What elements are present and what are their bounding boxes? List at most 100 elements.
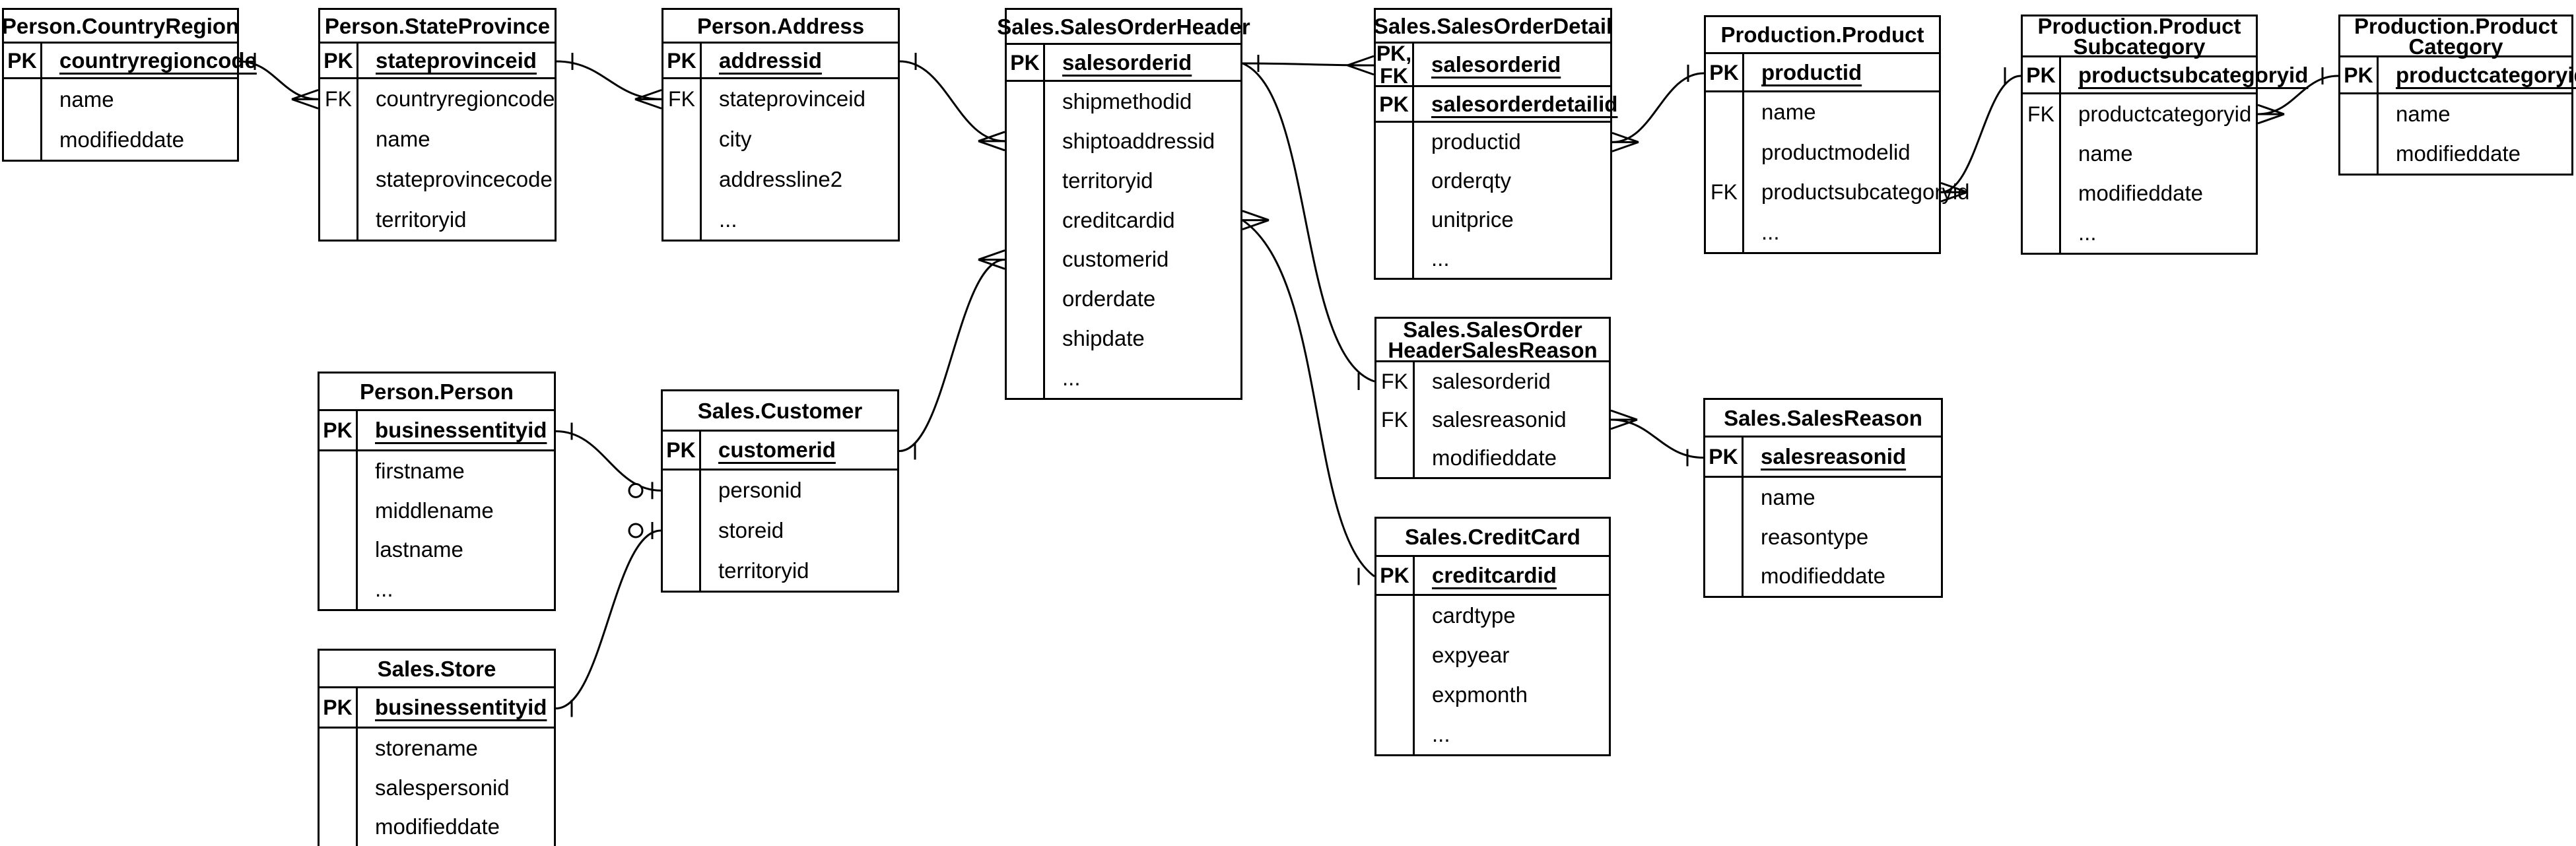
key-badge: FK — [1376, 401, 1415, 439]
field-name: businessentityid — [375, 695, 547, 719]
key-badge: FK — [663, 79, 702, 119]
table-title-line: Production.Product — [1720, 22, 1924, 47]
key-badge — [1376, 439, 1415, 477]
relationship-store-to-customer[interactable] — [555, 522, 661, 717]
relationship-salesorderheader-to-creditcard[interactable] — [1242, 210, 1375, 585]
field-name: ... — [1761, 219, 1780, 244]
field-name: name — [1761, 100, 1816, 125]
field-name: orderqty — [1431, 168, 1512, 193]
field-name: middlename — [375, 498, 494, 523]
field-name: stateprovincecode — [376, 166, 553, 191]
key-badge: PK — [1007, 45, 1045, 80]
key-badge — [1706, 92, 1744, 133]
field-name: city — [719, 127, 752, 152]
field-name: customerid — [718, 438, 836, 462]
field-name: territoryid — [376, 207, 467, 232]
key-badge — [1706, 132, 1744, 172]
table-title-line: Sales.SalesOrder — [1403, 317, 1582, 342]
field-name: modifieddate — [59, 127, 184, 152]
field-row-territoryid: territoryid — [1007, 160, 1240, 201]
field-name: name — [2078, 141, 2133, 166]
field-row-name: name — [320, 119, 555, 160]
key-badge — [1706, 212, 1744, 252]
key-badge: PK — [320, 411, 358, 449]
field-row-: ... — [2023, 213, 2256, 253]
field-name: reasontype — [1761, 524, 1869, 549]
field-name: modifieddate — [1761, 564, 1885, 589]
field-name: expmonth — [1432, 682, 1528, 707]
relationship-salesorderheader-to-salesorderdetail[interactable] — [1242, 55, 1374, 76]
relationship-person-to-customer[interactable] — [555, 422, 661, 500]
table-title-line: Person.Address — [696, 13, 865, 38]
relationship-customer-to-salesorderheader[interactable] — [898, 249, 1005, 460]
field-name: modifieddate — [2078, 181, 2203, 205]
field-name: addressid — [719, 48, 822, 73]
field-row-productid: productid — [1376, 123, 1610, 162]
relationship-product-to-productsubcategory[interactable] — [1940, 67, 2021, 203]
field-name: storeid — [718, 518, 784, 542]
table-title-line: Production.Product — [2354, 13, 2558, 38]
relationship-salesorderheadersalesreason-to-salesreason[interactable] — [1610, 409, 1704, 467]
table-title: Person.Person — [320, 374, 554, 411]
key-badge — [320, 119, 358, 160]
field-row-modifieddate: modifieddate — [2023, 174, 2256, 213]
field-name: name — [59, 86, 114, 112]
key-badge: PK, FK — [1376, 42, 1414, 87]
key-badge — [320, 767, 358, 808]
relationship-salesorderheader-to-salesorderheadersalesreason[interactable] — [1242, 62, 1375, 390]
key-badge — [1007, 160, 1045, 201]
field-name: ... — [719, 207, 737, 232]
relationship-address-to-salesorderheader[interactable] — [899, 53, 1005, 152]
relationship-stateprovince-to-address[interactable] — [556, 53, 662, 110]
field-row-expyear: expyear — [1376, 635, 1609, 675]
relationship-salesorderdetail-to-product[interactable] — [1611, 65, 1705, 152]
key-badge — [663, 119, 702, 160]
field-row-: ... — [1007, 358, 1240, 398]
relationship-countryregion-to-stateprovince[interactable] — [238, 53, 319, 110]
key-badge — [1007, 200, 1045, 240]
field-row-city: city — [663, 119, 898, 160]
field-name: countryregioncode — [59, 48, 257, 73]
key-badge — [1376, 675, 1415, 715]
key-badge — [1376, 715, 1415, 754]
field-row-shipdate: shipdate — [1007, 319, 1240, 359]
field-name: ... — [2078, 220, 2097, 245]
table-title-line: Person.StateProvince — [324, 13, 551, 38]
field-name: salesorderid — [1432, 369, 1551, 393]
field-name: unitprice — [1431, 207, 1514, 232]
field-name: productid — [1431, 129, 1521, 154]
field-row-firstname: firstname — [320, 451, 554, 491]
key-badge — [320, 807, 358, 846]
field-name: productmodelid — [1761, 139, 1911, 164]
field-name: ... — [375, 577, 393, 602]
key-badge: FK — [320, 79, 358, 119]
key-badge — [2023, 134, 2061, 174]
relationship-productsubcategory-to-productcategory[interactable] — [2257, 67, 2339, 125]
field-row-middlename: middlename — [320, 490, 554, 531]
